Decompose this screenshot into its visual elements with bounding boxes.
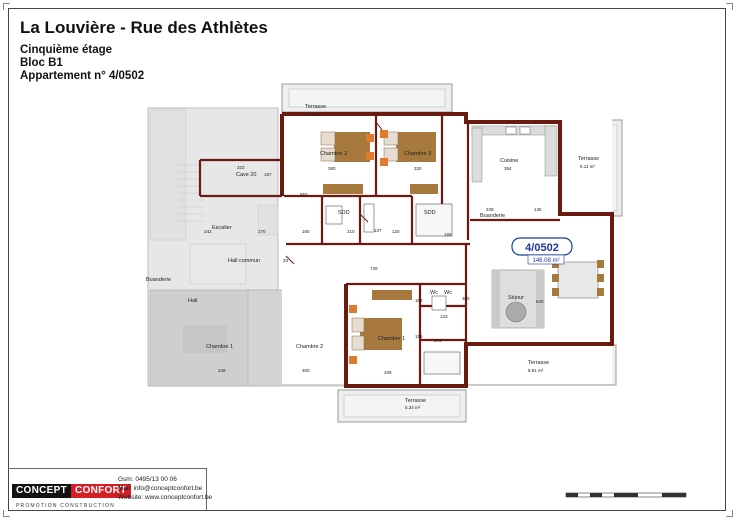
terrace-bottom-area: 5.34 m² [405,405,421,410]
dim-label: 170 [258,229,266,234]
room-chambre-3: Chambre 3 [404,151,431,157]
dim-label: 339 [384,370,392,375]
terrace-bottom-right-area: 8.81 m² [528,368,544,373]
dim-label: 557 [300,192,308,197]
room-sejour: Séjour [508,295,524,301]
corner-mark [726,3,733,10]
dim-label: 384 [504,166,512,171]
contact-website: Website: www.conceptconfort.be [118,494,213,501]
room-buanderie: Buanderie [480,213,505,219]
dining-table [552,260,604,299]
corner-mark [3,510,10,517]
bed [380,130,436,166]
terrace-right-area: 9.11 m² [580,164,595,169]
dim-label: 155 [415,334,423,339]
room-sdd-1: SDD [338,210,350,216]
scale-bar [565,492,687,498]
room-hall: Hall [188,298,197,304]
dim-label: 33 [283,258,289,263]
contact-block: Gsm: 0495/13 00 06 Mail: info@conceptcon… [118,475,212,502]
contact-gsm: Gsm: 0495/13 00 06 [118,476,177,483]
unit-id: 4/0502 [525,242,559,254]
corner-mark [3,3,10,10]
room-wc-2: Wc [444,290,452,296]
dim-label: 242 [204,229,212,234]
apartment-label: Appartement n° 4/0502 [20,70,145,82]
dim-label: 175 [434,338,442,343]
room-wc-1: Wc [430,290,438,296]
company-logo: CONCEPT CONFORT [12,484,131,498]
room-sdd-2: SDD [424,210,436,216]
dim-label: 249 [218,368,226,373]
terrace-top-label: Terrasse [305,104,326,110]
contact-mail: Mail: info@conceptconfort.be [118,485,203,492]
dim-label: 135 [534,207,542,212]
dim-label: 137 [374,228,382,233]
terrace-top-area: 8.03 m² [308,112,324,117]
corner-mark [726,510,733,517]
dim-label: 640 [536,299,544,304]
room-hall-commun: Hall commun [228,258,260,264]
room-buanderie-neighbour: Buanderie [146,277,171,283]
dim-label: 187 [264,172,272,177]
dim-label: 120 [392,229,400,234]
dim-label: 123 [440,314,448,319]
dim-label: 162 [415,298,423,303]
dim-label: 239 [486,207,494,212]
sofa [491,269,545,329]
page-title: La Louvière - Rue des Athlètes [20,18,268,37]
floor-label: Cinquième étage [20,44,113,56]
dim-label: 322 [237,165,245,170]
room-chambre-2: Chambre 2 [320,151,347,157]
footer-divider [206,468,207,511]
room-escalier: Escalier [212,225,232,231]
logo-text-confort: CONFORT [71,484,131,498]
terrace-right-label: Terrasse [578,156,599,162]
dim-label: 300 [302,368,310,373]
room-chambre-2-neighbour: Chambre 2 [296,344,323,350]
logo-text-concept: CONCEPT [12,484,71,498]
room-cave: Cave 20 [236,172,257,178]
sheet-frame [8,8,726,511]
dim-label: 160 [302,229,310,234]
dim-label: 210 [347,229,355,234]
dim-label: 380 [328,166,336,171]
dim-label: 165 [444,232,452,237]
unit-area: 146.08 m² [532,258,559,264]
bloc-label: Bloc B1 [20,57,63,69]
bed [349,305,402,364]
dim-label: 729 [370,266,378,271]
room-cuisine: Cuisine [500,158,518,164]
dim-label: 360 [462,296,470,301]
room-chambre-1-neighbour: Chambre 1 [206,344,233,350]
logo-tagline: PROMOTION CONSTRUCTION [16,503,115,509]
room-chambre-1: Chambre 1 [378,336,405,342]
terrace-bottom-label: Terrasse [405,398,426,404]
terrace-bottom-right-label: Terrasse [528,360,549,366]
footer-divider [8,468,206,469]
bed [320,131,374,162]
dim-label: 330 [414,166,422,171]
